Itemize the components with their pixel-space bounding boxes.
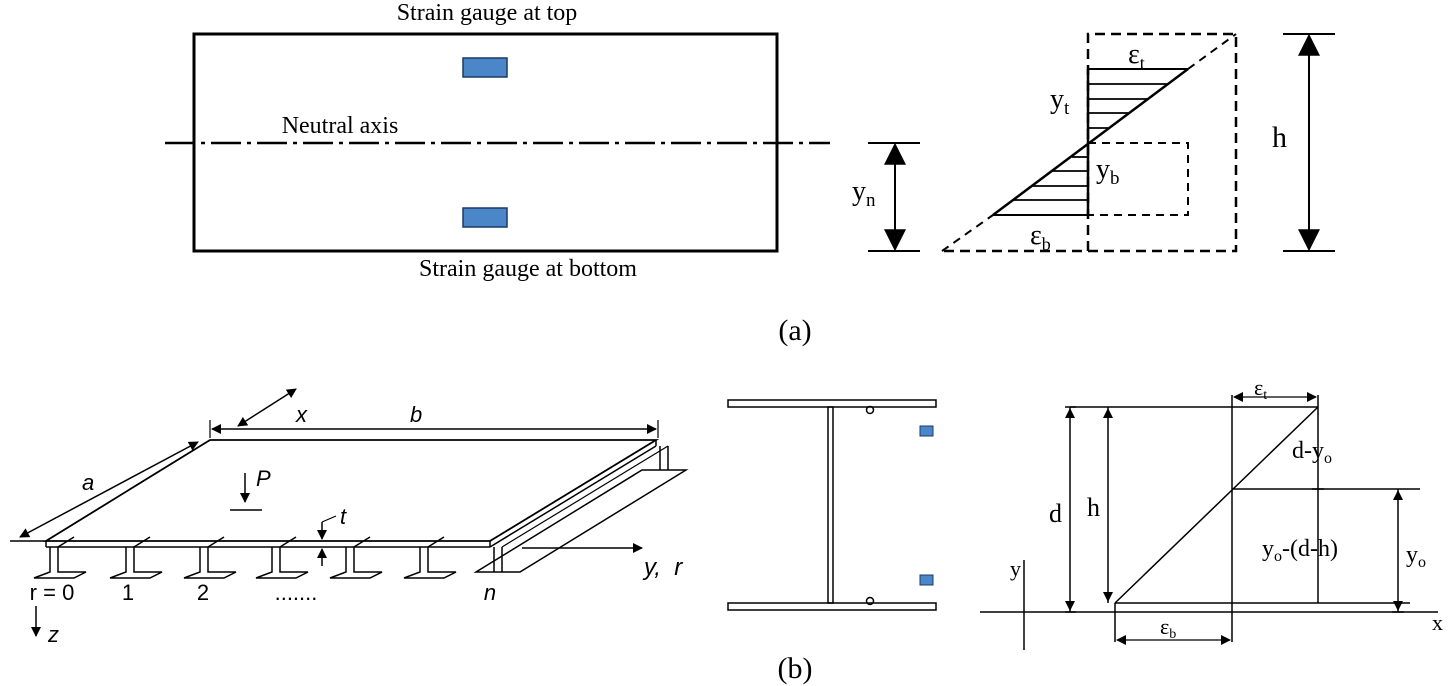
bottom-strain-gauge	[463, 208, 507, 227]
strain-hatching-top	[1088, 84, 1168, 128]
yt-label: yt	[1050, 84, 1070, 119]
bottom-flange	[728, 603, 936, 610]
p-label: P	[256, 466, 271, 491]
yn-label: yn	[852, 176, 876, 211]
h-label: h	[1272, 121, 1287, 154]
section-gauge-bottom	[920, 575, 933, 585]
eps-t-label-b: εt	[1254, 375, 1267, 403]
yo-label: yo	[1406, 542, 1426, 571]
section-gauge-top	[920, 426, 933, 436]
panel-a: Strain gauge at top Neutral axis Strain …	[165, 0, 1335, 347]
strain-extension-dashed	[942, 215, 993, 251]
eps-b-label: εb	[1030, 220, 1051, 254]
d-minus-yo-label: d-yo	[1292, 438, 1332, 467]
panel-b-caption: (b)	[778, 652, 813, 685]
d-label: d	[1049, 499, 1062, 528]
panel-b: x b a P t y, r z r = 0 1 2 ....... n	[10, 375, 1443, 685]
eps-t-label: εt	[1128, 39, 1145, 73]
x-axis-label: x	[1432, 610, 1443, 635]
h-label-b: h	[1087, 493, 1100, 522]
r-label-dots: .......	[275, 580, 318, 605]
eps-b-label-b: εb	[1160, 614, 1176, 642]
top-strain-gauge	[463, 58, 507, 77]
t-label: t	[340, 504, 347, 529]
x-arrow	[237, 389, 297, 426]
web	[828, 407, 833, 603]
strain-gradient-line	[993, 69, 1188, 215]
r-label-0: r = 0	[30, 580, 75, 605]
z-label: z	[47, 622, 59, 647]
y-axis-label: y	[1010, 556, 1021, 581]
a-dimension	[19, 442, 199, 537]
top-flange	[728, 400, 936, 407]
y-r-label: y, r	[642, 554, 683, 581]
yb-label: yb	[1096, 154, 1120, 189]
top-gauge-label: Strain gauge at top	[397, 0, 578, 26]
neutral-axis-label: Neutral axis	[282, 113, 399, 139]
yo-minus-label: yo-(d-h)	[1262, 536, 1338, 565]
stiffened-plate-drawing	[10, 440, 686, 578]
b-label: b	[410, 402, 422, 427]
a-label: a	[82, 470, 94, 495]
plate-top-surface	[46, 440, 656, 541]
strain-diagram-b	[1065, 395, 1420, 642]
bottom-gauge-label: Strain gauge at bottom	[419, 256, 637, 282]
r-label-1: 1	[122, 580, 134, 605]
strain-hatching-bottom	[1013, 157, 1088, 200]
bottom-marker	[865, 596, 875, 606]
r-label-2: 2	[197, 580, 209, 605]
n-label: n	[484, 580, 496, 605]
i-beam-section	[728, 400, 936, 610]
top-marker	[865, 405, 875, 415]
x-label: x	[295, 402, 308, 427]
strain-inner-dashed	[1088, 143, 1188, 215]
panel-a-caption: (a)	[778, 314, 811, 347]
strain-extension-dashed-top	[1188, 34, 1236, 69]
